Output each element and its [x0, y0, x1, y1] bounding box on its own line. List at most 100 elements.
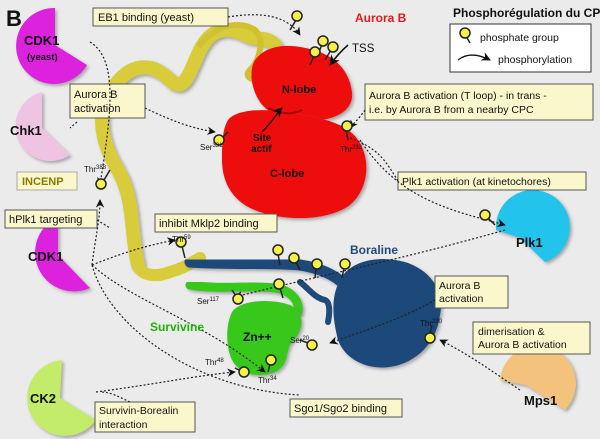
box-incenp [16, 171, 78, 191]
phosphate-thr59 [175, 236, 187, 259]
box-aurb-act-2-line2: activation [439, 293, 484, 305]
active-site-label-2: actif [251, 144, 272, 155]
box-surv-bor-line1: Survivin-Borealin [99, 405, 179, 417]
incenp-backbone [95, 23, 282, 272]
phosphate-ser20 [299, 339, 318, 351]
box-aurb-act-1-line1: Aurora B [74, 89, 117, 101]
mps1-kinase [500, 345, 576, 410]
thr388-label: Thr388 [84, 165, 107, 174]
link-surv-bor [99, 391, 131, 403]
legend-phosphorylation-label: phosphorylation [498, 54, 572, 66]
legend-phosphorylation-icon [457, 52, 491, 61]
thr48-label: Thr48 [205, 358, 224, 367]
arrow-mps1-thr230 [439, 339, 521, 391]
legend-phosphate-icon [459, 27, 471, 44]
zinc-label: Zn++ [243, 330, 272, 344]
survivine-body [227, 300, 302, 376]
aurora-b-c-lobe [222, 110, 367, 219]
box-dimer-line1: dimerisation & [478, 326, 545, 338]
phosphate-groups [95, 10, 496, 378]
phosphate-tss-3 [309, 46, 321, 66]
c-lobe-label: C-lobe [270, 168, 304, 180]
arrow-cdk1-sgo [91, 264, 301, 396]
box-mklp2-text: inhibit Mklp2 binding [159, 218, 259, 230]
ser20-label: Ser20 [290, 336, 310, 345]
chk1-label: Chk1 [10, 123, 42, 138]
box-surv-bor [94, 401, 196, 433]
plk1-kinase [495, 190, 570, 262]
boraline-label: Boraline [350, 243, 398, 257]
arrow-ck2-thr48 [95, 368, 236, 393]
boraline-body [333, 259, 441, 368]
box-hplk1-text: hPlk1 targeting [9, 214, 82, 226]
box-mklp2 [154, 213, 278, 233]
cdk1-label: CDK1 [28, 249, 63, 264]
tss-arrow [329, 44, 349, 66]
panel-letter: B [6, 6, 22, 31]
thr230-label: Thr230 [420, 319, 443, 328]
box-sgo-text: Sgo1/Sgo2 binding [294, 403, 387, 415]
plk1-label: Plk1 [516, 235, 543, 250]
boraline-linker [297, 279, 333, 325]
phosphate-thr388 [95, 169, 111, 190]
thr59-label: Thr59 [172, 235, 191, 244]
arrow-plk1-ser117 [234, 229, 506, 300]
legend-box [449, 23, 592, 73]
box-surv-bor-line2: interaction [99, 419, 148, 431]
box-eb1-text: EB1 binding (yeast) [98, 12, 194, 24]
n-lobe-label: N-lobe [282, 84, 316, 96]
mps1-label: Mps1 [524, 393, 557, 408]
phosphate-thr48 [234, 366, 250, 378]
boraline-chain [184, 256, 351, 291]
arrow-cdk1y-thr388 [89, 41, 111, 186]
box-aurb-act-2-line1: Aurora B [439, 280, 480, 292]
legend-phosphate-label: phosphate group [480, 32, 559, 44]
tss-label: TSS [352, 43, 375, 55]
box-aurb-act-2 [434, 275, 509, 309]
aurora-b-n-lobe [251, 45, 353, 121]
incenp-label: INCENP [22, 176, 64, 188]
phosphate-tss-2 [324, 41, 339, 61]
box-plk1-act-text: Plk1 activation (at kinetochores) [402, 176, 551, 188]
phosphate-boraline-1 [272, 244, 284, 266]
arrow-cdk1-thr59 [91, 237, 176, 266]
link-hplk1 [96, 219, 111, 229]
phosphorylation-arrows [69, 14, 521, 403]
box-dimer [472, 321, 591, 355]
ck2-label: CK2 [30, 391, 56, 406]
ser117-label: Ser117 [197, 297, 220, 306]
cdk1-yeast-sublabel: (yeast) [27, 52, 58, 63]
active-site-arrow [261, 107, 283, 133]
box-sgo [289, 398, 403, 418]
phosphate-boraline-2 [288, 252, 301, 271]
box-dimer-line2: Aurora B activation [478, 339, 567, 351]
chk1-kinase [15, 92, 70, 161]
arrow-aurb-ser20 [329, 299, 436, 345]
phosphate-thr230 [424, 324, 436, 344]
ck2-kinase [27, 360, 96, 436]
arrow-chk1-ser331 [144, 107, 216, 135]
cdk1-kinase [35, 217, 90, 292]
box-aurb-act-1 [69, 83, 146, 119]
thr232-label: Thr232 [340, 145, 363, 154]
box-hplk1 [4, 209, 98, 229]
phosphate-boraline-3 [311, 258, 323, 279]
phosphate-ser117 [231, 289, 244, 305]
cdk1-yeast-kinase [16, 7, 88, 84]
box-tloop-line2: i.e. by Aurora B from a nearby CPC [369, 104, 534, 116]
box-tloop [364, 83, 594, 121]
box-tloop-line1: Aurora B activation (T loop) - in trans … [369, 90, 547, 102]
phosphate-ser331 [213, 131, 229, 146]
thr34-label: Thr34 [258, 376, 277, 385]
active-site-label-1: Site [253, 133, 272, 144]
survivine-label: Survivine [150, 320, 204, 334]
cdk1-yeast-label: CDK1 [24, 33, 59, 48]
phosphate-survivine [273, 278, 285, 299]
phosphate-thr34 [265, 354, 277, 373]
diagram-title: Phosphorégulation du CPC [453, 6, 600, 20]
phosphate-boraline-4 [339, 258, 351, 279]
link-chk1 [69, 121, 78, 129]
aurora-b-active-site-cleft [267, 107, 303, 115]
